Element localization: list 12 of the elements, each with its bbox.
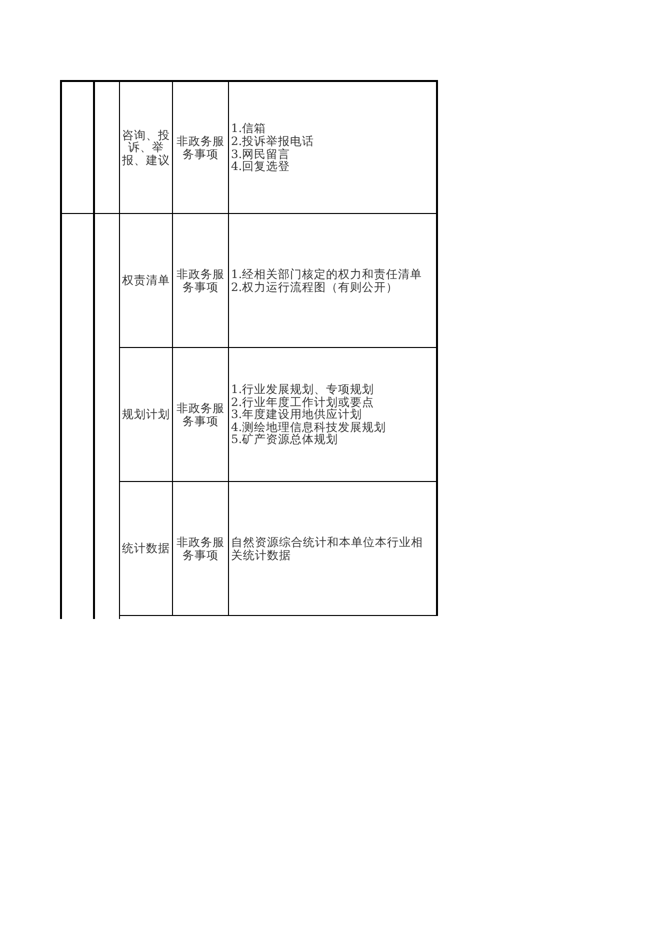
- content-text: 1.经相关部门核定的权力和责任清单: [231, 268, 422, 280]
- content-text: 1.信箱: [231, 122, 266, 135]
- content-text: 2.行业年度工作计划或要点: [231, 396, 374, 408]
- content-text: 2.权力运行流程图（有则公开）: [231, 280, 398, 294]
- content-text: 2.投诉举报电话: [231, 134, 314, 148]
- content-text: 4.回复选登: [231, 160, 290, 173]
- content-text: 3.年度建设用地供应计划: [231, 408, 362, 421]
- content-text: 3.网民留言: [231, 148, 290, 160]
- content-text: 1.行业发展规划、专项规划: [231, 383, 374, 396]
- content-text: 4.测绘地理信息科技发展规划: [231, 420, 386, 434]
- content-text: 5.矿产资源总体规划: [231, 433, 338, 446]
- content-text: 自然资源综合统计和本单位本行业相关统计数据: [231, 536, 424, 562]
